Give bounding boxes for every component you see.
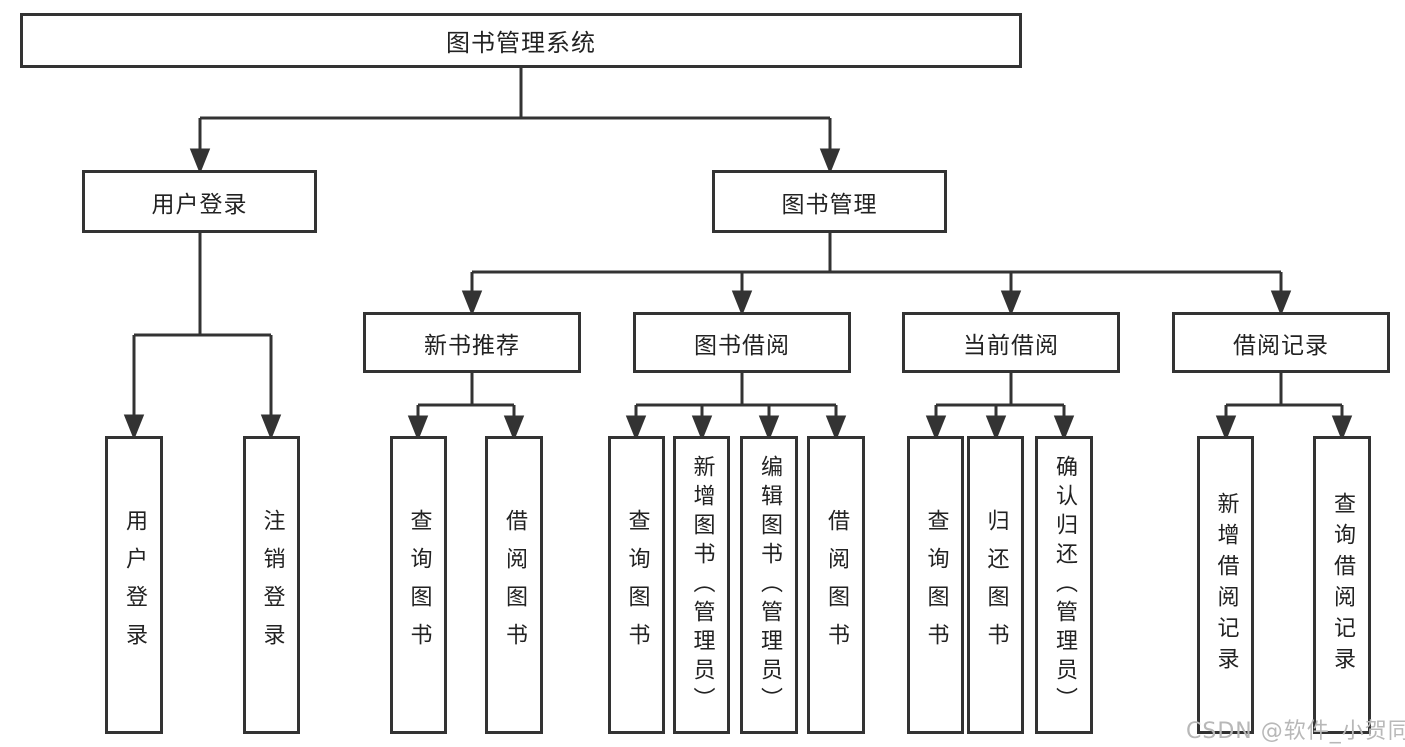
leaf-add-books-admin: 新增图书（管理员） bbox=[673, 436, 730, 734]
node-book-management: 图书管理 bbox=[712, 170, 947, 233]
connector-root-to-level2 bbox=[189, 68, 841, 175]
connector-borrow-records-children bbox=[1215, 373, 1353, 442]
leaf-query-books-recommend: 查询图书 bbox=[390, 436, 447, 734]
node-current-borrow: 当前借阅 bbox=[902, 312, 1120, 373]
connector-book-management-children bbox=[461, 233, 1292, 317]
csdn-watermark: CSDN @软件_小贺同学 bbox=[1186, 719, 1405, 744]
leaf-edit-books-admin: 编辑图书（管理员） bbox=[740, 436, 798, 734]
connector-user-login-children bbox=[123, 233, 282, 441]
leaf-logout: 注销登录 bbox=[243, 436, 300, 734]
leaf-query-books-borrow: 查询图书 bbox=[608, 436, 665, 734]
connector-current-borrow-children bbox=[925, 373, 1075, 442]
node-label: 图书借阅 bbox=[694, 332, 790, 359]
node-label: 用户登录 bbox=[122, 509, 147, 661]
node-label: 借阅图书 bbox=[824, 509, 849, 661]
leaf-return-books: 归还图书 bbox=[967, 436, 1024, 734]
leaf-query-borrow-record: 查询借阅记录 bbox=[1313, 436, 1371, 734]
node-label: 查询图书 bbox=[406, 509, 432, 661]
leaf-query-books-current: 查询图书 bbox=[907, 436, 964, 734]
node-label: 查询图书 bbox=[923, 509, 949, 661]
connector-new-book-recommend-children bbox=[407, 373, 525, 442]
node-borrow-records: 借阅记录 bbox=[1172, 312, 1390, 373]
leaf-borrow-books-recommend: 借阅图书 bbox=[485, 436, 543, 734]
node-label: 查询图书 bbox=[624, 509, 650, 661]
node-user-login: 用户登录 bbox=[82, 170, 317, 233]
node-label: 编辑图书（管理员） bbox=[757, 454, 782, 716]
node-label: 归还图书 bbox=[983, 509, 1009, 661]
leaf-user-login: 用户登录 bbox=[105, 436, 163, 734]
node-label: 图书管理系统 bbox=[446, 29, 596, 57]
node-label: 新增借阅记录 bbox=[1213, 492, 1239, 678]
node-library-management-system: 图书管理系统 bbox=[20, 13, 1022, 68]
node-label: 当前借阅 bbox=[963, 332, 1059, 359]
node-label: 用户登录 bbox=[151, 191, 248, 218]
leaf-confirm-return-admin: 确认归还（管理员） bbox=[1035, 436, 1093, 734]
node-book-borrow: 图书借阅 bbox=[633, 312, 851, 373]
node-label: 查询借阅记录 bbox=[1330, 492, 1355, 678]
node-new-book-recommend: 新书推荐 bbox=[363, 312, 581, 373]
node-label: 借阅记录 bbox=[1233, 332, 1329, 359]
node-label: 注销登录 bbox=[259, 509, 285, 661]
node-label: 借阅图书 bbox=[502, 509, 527, 661]
connector-book-borrow-children bbox=[625, 373, 847, 442]
node-label: 新增图书（管理员） bbox=[689, 454, 715, 716]
node-label: 图书管理 bbox=[781, 191, 878, 218]
node-label: 新书推荐 bbox=[424, 332, 520, 359]
node-label: 确认归还（管理员） bbox=[1052, 454, 1077, 716]
leaf-borrow-books: 借阅图书 bbox=[807, 436, 865, 734]
leaf-add-borrow-record: 新增借阅记录 bbox=[1197, 436, 1254, 734]
